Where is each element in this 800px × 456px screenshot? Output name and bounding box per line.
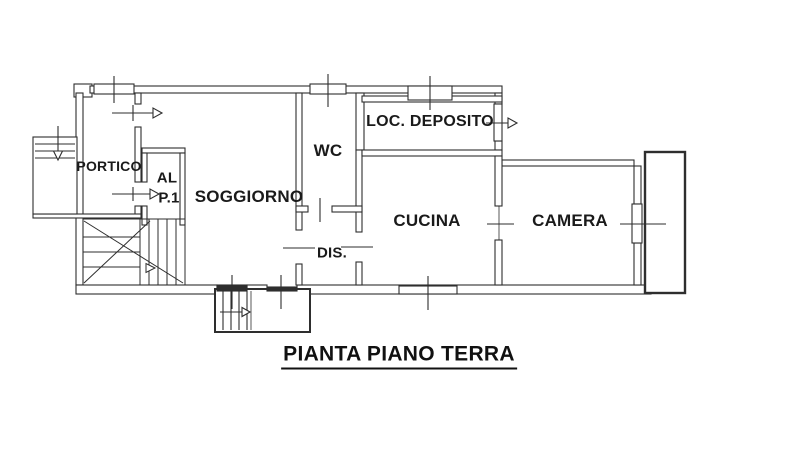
- door-arrow-icon: [152, 107, 164, 119]
- wall-wc-bottom-b: [331, 205, 363, 213]
- balcony: [643, 150, 687, 295]
- right-arrow-icon: [241, 306, 252, 318]
- wall-wc-bottom-a: [295, 205, 309, 213]
- entry-porch-outline: [214, 288, 311, 333]
- external-stair-left: [32, 126, 78, 215]
- room-label-wc: WC: [313, 141, 343, 160]
- stair-direction-arrow-icon: [145, 262, 157, 274]
- room-label-stairs-p1: P.1: [158, 189, 180, 207]
- wall-camera-top: [501, 159, 635, 167]
- wall-portico-bottom: [32, 213, 142, 219]
- wall-cucina-camera-a: [494, 155, 503, 207]
- door-arrow-icon: [507, 117, 519, 129]
- room-label-soggiorno: SOGGIORNO: [194, 187, 304, 206]
- external-stair-outline: [32, 136, 78, 215]
- wall-bottom-left: [75, 284, 218, 295]
- wall-cucina-top: [361, 149, 503, 157]
- stair-steps-horizontal: [83, 236, 140, 268]
- room-label-cucina: CUCINA: [393, 211, 461, 230]
- windows: [93, 74, 666, 310]
- room-label-dis: DIS.: [317, 244, 347, 262]
- wall-soggiorno-right-b: [295, 263, 303, 286]
- door-arrow-icon: [149, 188, 161, 200]
- wall-camera-right-b: [633, 242, 642, 286]
- stair-boundary: [83, 218, 186, 285]
- wall-camera-right-a: [633, 165, 642, 205]
- stair-diagonals: [83, 220, 184, 284]
- wall-stairhall-left-b: [141, 205, 148, 226]
- wall-portico-right-b: [134, 126, 142, 183]
- wall-stairhall-top: [141, 147, 186, 154]
- wall-stairhall-right: [179, 152, 186, 226]
- down-arrow-icon: [52, 150, 64, 162]
- wall-stairhall-left-a: [141, 152, 148, 183]
- internal-staircase: [83, 218, 186, 285]
- plan-title: PIANTA PIANO TERRA: [281, 343, 517, 370]
- wall-soggiorno-right-a: [295, 92, 303, 231]
- room-label-camera: CAMERA: [532, 211, 608, 230]
- room-label-stairs-al: AL: [156, 169, 178, 187]
- wall-portico-right-a: [134, 92, 142, 105]
- wall-deposito-right-b: [494, 140, 503, 151]
- entry-porch: [214, 275, 311, 333]
- wall-cucina-camera-b: [494, 239, 503, 286]
- wall-dis-cucina-b: [355, 261, 363, 286]
- room-label-deposito: LOC. DEPOSITO: [366, 113, 494, 130]
- room-label-portico: PORTICO: [76, 158, 142, 174]
- entry-steps: [222, 291, 248, 330]
- wall-dis-cucina-a: [355, 149, 363, 233]
- doors: [112, 103, 519, 249]
- entry-threshold-b: [266, 286, 298, 292]
- wall-bottom-right: [296, 284, 652, 295]
